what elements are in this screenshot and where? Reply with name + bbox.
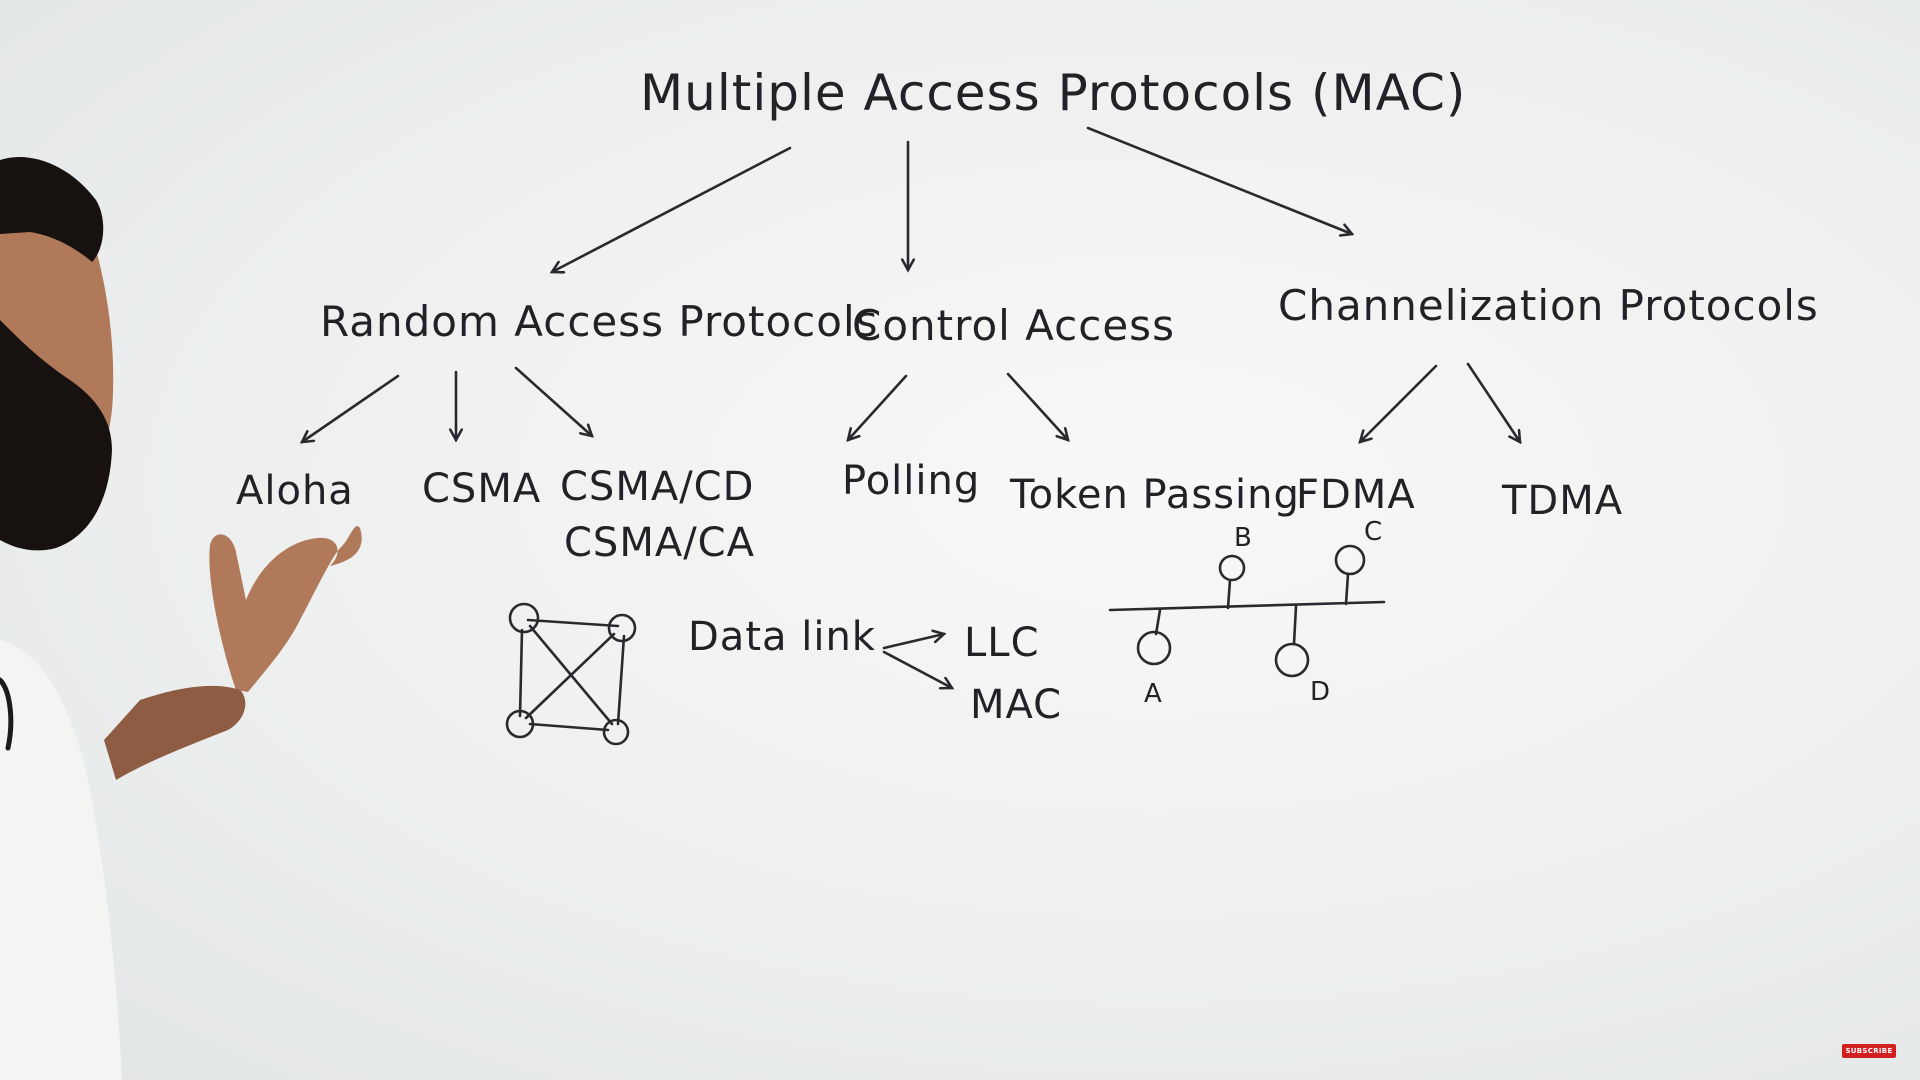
category-random-access: Random Access Protocols [320, 297, 879, 346]
subscribe-button[interactable]: SUBSCRIBE [1842, 1044, 1896, 1058]
sublayer-mac: MAC [970, 682, 1062, 728]
leaf-csma-cd: CSMA/CD [560, 464, 754, 510]
diagram-title: Multiple Access Protocols (MAC) [640, 64, 1466, 122]
presenter [0, 156, 362, 1080]
bus-node-d: D [1310, 677, 1331, 707]
category-channelization: Channelization Protocols [1278, 281, 1819, 330]
leaf-fdma: FDMA [1296, 472, 1416, 518]
category-arrows [302, 362, 1520, 442]
leaf-aloha: Aloha [236, 468, 354, 514]
bus-node-a: A [1144, 679, 1163, 709]
category-control-access: Control Access [852, 301, 1175, 350]
title-arrows [552, 126, 1352, 272]
data-link-label: Data link [688, 614, 876, 660]
leaf-token-passing: Token Passing [1009, 472, 1300, 518]
leaf-tdma: TDMA [1501, 478, 1623, 524]
sublayer-llc: LLC [964, 620, 1040, 666]
bus-node-b: B [1234, 523, 1253, 553]
bus-node-c: C [1364, 517, 1383, 547]
mesh-topology-sketch [505, 602, 637, 746]
bus-topology-sketch [1108, 544, 1386, 678]
data-link-arrows [882, 634, 952, 688]
leaf-csma: CSMA [422, 466, 541, 512]
leaf-csma-ca: CSMA/CA [564, 520, 755, 566]
leaf-polling: Polling [842, 458, 980, 504]
